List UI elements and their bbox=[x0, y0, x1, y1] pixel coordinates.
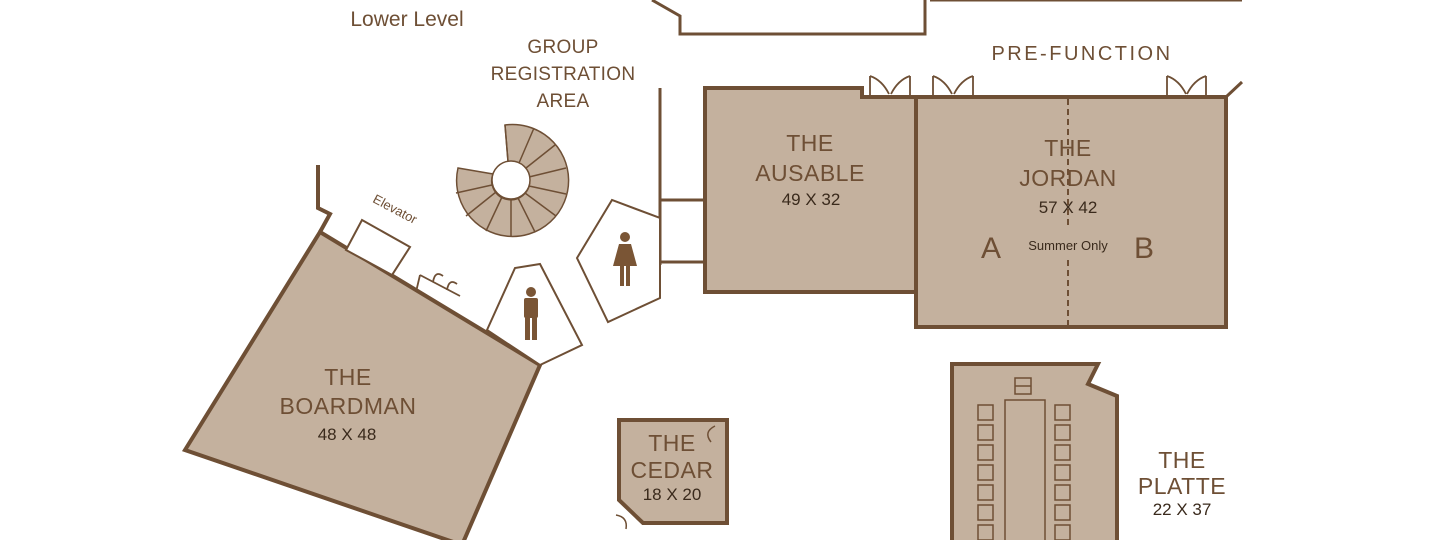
spiral-staircase-icon bbox=[455, 123, 570, 238]
chair-icon bbox=[1054, 464, 1071, 481]
corridor-wall-corner bbox=[1224, 80, 1244, 99]
pre-function-label: PRE-FUNCTION bbox=[991, 43, 1172, 65]
door-icon bbox=[869, 75, 911, 97]
room-platte[interactable]: THE PLATTE 22 X 37 bbox=[950, 362, 1226, 540]
chair-icon bbox=[1054, 484, 1071, 501]
chair-icon bbox=[977, 424, 994, 441]
room-cedar-size: 18 X 20 bbox=[643, 485, 702, 504]
group-registration-label-line2: REGISTRATION bbox=[491, 64, 636, 85]
room-jordan-summer-only: Summer Only bbox=[1028, 238, 1108, 253]
chair-icon bbox=[977, 504, 994, 521]
cedar-door-swing-lower bbox=[615, 514, 628, 530]
room-ausable[interactable]: THE AUSABLE 49 X 32 bbox=[703, 86, 918, 294]
group-registration-label-line1: GROUP bbox=[527, 37, 598, 58]
chair-icon bbox=[1054, 424, 1071, 441]
elevator-label: Elevator bbox=[371, 191, 421, 227]
chair-icon bbox=[1054, 444, 1071, 461]
room-boardman-shape[interactable] bbox=[181, 229, 543, 540]
womens-restroom bbox=[575, 198, 661, 324]
room-jordan-name-line2: JORDAN bbox=[1019, 165, 1117, 191]
room-cedar[interactable]: THE CEDAR 18 X 20 bbox=[615, 418, 729, 530]
room-ausable-name-line1: THE bbox=[786, 130, 834, 156]
room-cedar-shape[interactable] bbox=[617, 418, 729, 525]
chair-icon bbox=[1054, 404, 1071, 421]
platte-conference-table bbox=[1004, 377, 1046, 540]
room-boardman[interactable]: THE BOARDMAN 48 X 48 bbox=[181, 165, 543, 540]
chair-icon bbox=[977, 404, 994, 421]
room-jordan-shape[interactable] bbox=[914, 95, 1228, 329]
elevator-shaft bbox=[344, 218, 412, 277]
level-label: Lower Level bbox=[350, 8, 463, 31]
group-registration-label-line3: AREA bbox=[537, 91, 590, 112]
platte-chairs-left bbox=[977, 404, 994, 540]
mens-restroom bbox=[485, 262, 584, 367]
room-jordan-name-line1: THE bbox=[1044, 135, 1092, 161]
room-boardman-name-line1: THE bbox=[324, 364, 372, 390]
room-boardman-name-line2: BOARDMAN bbox=[280, 393, 417, 419]
room-jordan[interactable]: THE JORDAN 57 X 42 A Summer Only B bbox=[914, 95, 1228, 329]
room-jordan-section-b: B bbox=[1134, 232, 1154, 265]
boardman-outer-wall bbox=[316, 165, 333, 233]
chair-icon bbox=[977, 484, 994, 501]
chair-icon bbox=[977, 444, 994, 461]
chair-icon bbox=[1054, 524, 1071, 540]
chair-icon bbox=[977, 524, 994, 540]
room-platte-size: 22 X 37 bbox=[1153, 500, 1212, 519]
room-platte-shape[interactable] bbox=[950, 362, 1119, 540]
door-icon bbox=[932, 75, 974, 97]
room-cedar-name-line1: THE bbox=[648, 430, 696, 456]
door-icon bbox=[1166, 75, 1207, 97]
mens-restroom-icon bbox=[524, 287, 538, 340]
room-ausable-size: 49 X 32 bbox=[782, 190, 841, 209]
room-platte-name-line2: PLATTE bbox=[1138, 473, 1226, 499]
room-ausable-name-line2: AUSABLE bbox=[755, 160, 865, 186]
room-jordan-size: 57 X 42 bbox=[1039, 198, 1098, 217]
room-jordan-section-a: A bbox=[981, 232, 1001, 265]
chair-icon bbox=[1054, 504, 1071, 521]
room-cedar-name-line2: CEDAR bbox=[630, 457, 713, 483]
room-platte-name-line1: THE bbox=[1158, 447, 1206, 473]
room-boardman-size: 48 X 48 bbox=[318, 425, 377, 444]
door-icon bbox=[415, 273, 461, 297]
womens-restroom-icon bbox=[613, 232, 637, 286]
cedar-door-swing bbox=[707, 425, 716, 443]
platte-chairs-right bbox=[1054, 404, 1071, 540]
chair-icon bbox=[977, 464, 994, 481]
